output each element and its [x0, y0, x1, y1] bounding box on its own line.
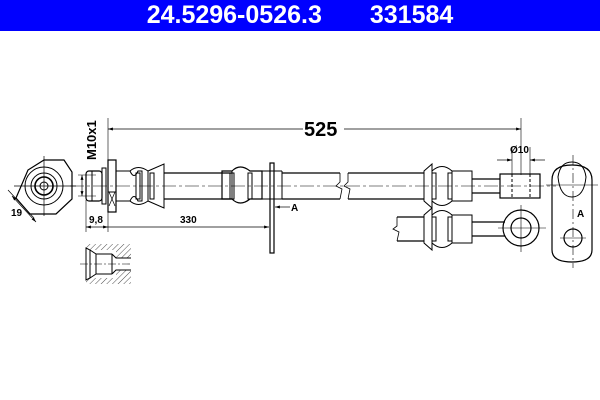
view-a-label: A: [291, 203, 298, 214]
title-bar: 24.5296-0526.3 331584: [0, 0, 600, 31]
length-label: 525: [304, 119, 337, 141]
hex-end-view: [7, 156, 76, 223]
thread-length-label: 9,8: [89, 215, 103, 226]
bracket-position-label: 330: [180, 215, 197, 226]
reference-number: 331584: [369, 1, 454, 29]
part-number: 24.5296-0526.3: [146, 1, 322, 29]
middle-fitting: [221, 162, 283, 254]
lower-eye-view: [392, 205, 546, 252]
eye-diameter-label: Ø10: [510, 145, 529, 156]
section-detail: [80, 244, 132, 284]
side-view-a: [546, 155, 598, 268]
side-view-label: A: [577, 209, 584, 220]
hex-size-label: 19: [11, 208, 23, 219]
thread-label: M10x1: [84, 120, 99, 160]
